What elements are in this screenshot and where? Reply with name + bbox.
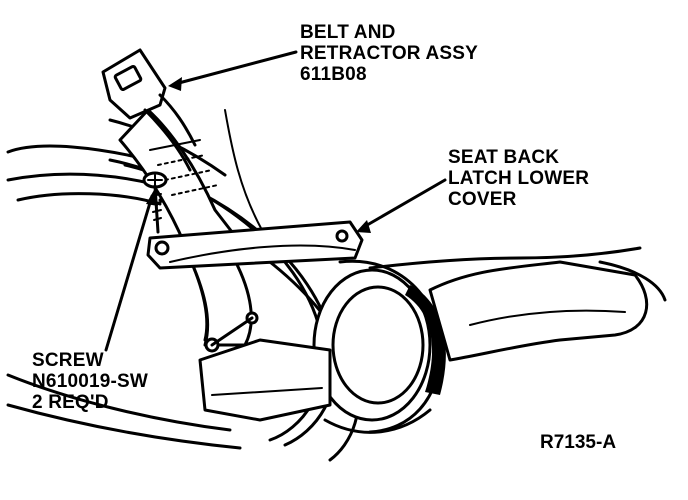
callout-belt-line-1: BELT AND xyxy=(300,22,396,43)
belt-cable xyxy=(224,109,263,231)
leader-latch-cover xyxy=(360,178,447,230)
callout-screw-line-2: N610019-SW xyxy=(32,371,149,392)
callout-belt-line-2: RETRACTOR ASSY xyxy=(300,43,479,64)
screw-lower xyxy=(204,311,259,353)
callout-latch-line-1: SEAT BACK xyxy=(448,147,560,168)
callout-latch-line-3: COVER xyxy=(448,189,517,210)
leader-screw xyxy=(104,194,154,352)
callout-belt-retractor-assy: BELT AND RETRACTOR ASSY 611B08 xyxy=(300,22,478,85)
latch-lower-cover xyxy=(146,220,364,270)
callout-screw-line-3: 2 REQ'D xyxy=(32,392,109,413)
callout-screw-line-1: SCREW xyxy=(32,350,104,371)
lower-bracket xyxy=(198,338,332,422)
callout-latch-line-2: LATCH LOWER xyxy=(448,168,590,189)
figure-reference-id: R7135-A xyxy=(540,432,617,453)
callout-seat-back-latch-lower-cover: SEAT BACK LATCH LOWER COVER xyxy=(448,147,589,210)
screw-upper xyxy=(142,171,168,234)
callout-belt-line-3: 611B08 xyxy=(300,64,367,85)
seat-side-line xyxy=(368,246,642,270)
callout-screw: SCREW N610019-SW 2 REQ'D xyxy=(32,350,148,413)
leader-lines xyxy=(104,50,447,352)
leader-belt-retractor xyxy=(173,50,298,86)
belt-webbing xyxy=(118,108,253,347)
recliner-handle xyxy=(428,260,667,362)
latch-housing xyxy=(312,259,446,434)
retractor-tongue xyxy=(101,48,197,172)
